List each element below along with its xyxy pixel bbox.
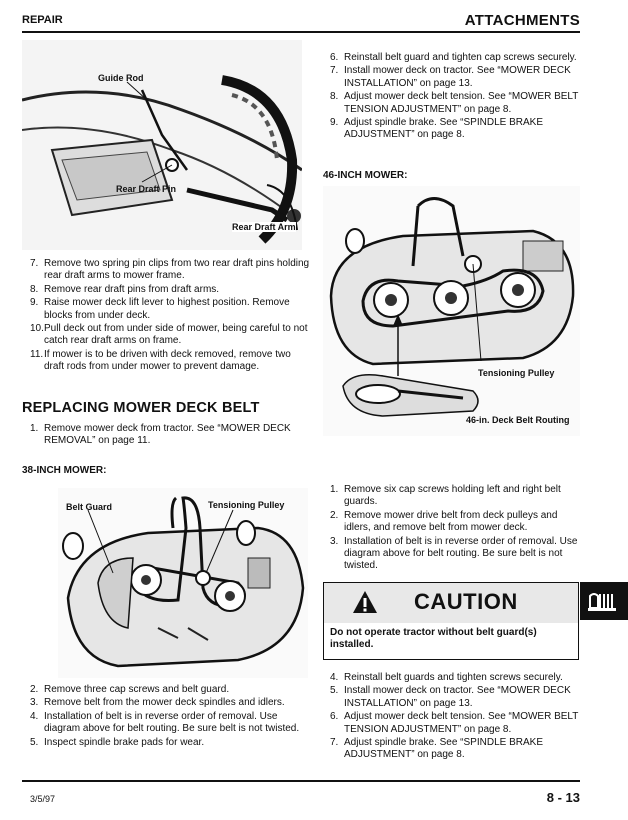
attachments-tab bbox=[580, 582, 628, 620]
list-item: 4.Reinstall belt guards and tighten scre… bbox=[330, 672, 563, 683]
header-chapter-title: ATTACHMENTS bbox=[464, 12, 580, 29]
mower-deck-icon bbox=[588, 593, 616, 611]
list-item: 3.Remove belt from the mower deck spindl… bbox=[30, 697, 285, 709]
label-guide-rod: Guide Rod bbox=[98, 73, 144, 83]
list-item: 9.Raise mower deck lift lever to highest… bbox=[30, 297, 290, 321]
list-item: 7.Install mower deck on tractor. See “MO… bbox=[330, 65, 571, 89]
list-item: 5.Install mower deck on tractor. See “MO… bbox=[330, 685, 571, 709]
caution-word: CAUTION bbox=[414, 589, 518, 614]
list-item: 8.Adjust mower deck belt tension. See “M… bbox=[330, 91, 579, 115]
list-item: 1.Remove mower deck from tractor. See “M… bbox=[30, 423, 291, 447]
deck-removal-steps: 7.Remove two spring pin clips from two r… bbox=[30, 258, 310, 375]
caution-box: CAUTION Do not operate tractor without b… bbox=[323, 582, 579, 660]
header-rule bbox=[22, 31, 580, 33]
list-item: 3.Installation of belt is in reverse ord… bbox=[330, 535, 578, 572]
rear-draft-illustration bbox=[21, 40, 303, 250]
page-number: 8 - 13 bbox=[546, 790, 580, 805]
list-item: 11.If mower is to be driven with deck re… bbox=[30, 348, 291, 373]
header-section-label: REPAIR bbox=[22, 14, 63, 26]
list-item: 2.Remove mower drive belt from deck pull… bbox=[330, 509, 558, 534]
mower38-title: 38-INCH MOWER: bbox=[22, 465, 107, 476]
mower46-title: 46-INCH MOWER: bbox=[323, 170, 408, 181]
label-belt-guard: Belt Guard bbox=[66, 502, 113, 512]
section-title: REPLACING MOWER DECK BELT bbox=[22, 400, 260, 416]
mower38-steps: 2.Remove three cap screws and belt guard… bbox=[30, 684, 310, 750]
list-item: 6.Reinstall belt guard and tighten cap s… bbox=[330, 52, 577, 63]
figure-rear-draft: Guide Rod Rear Draft Pin Rear Draft Arm bbox=[21, 40, 303, 250]
list-item: 1.Remove six cap screws holding left and… bbox=[330, 484, 561, 508]
list-item: 9.Adjust spindle brake. See “SPINDLE BRA… bbox=[330, 117, 543, 141]
list-item: 7.Adjust spindle brake. See “SPINDLE BRA… bbox=[330, 737, 543, 761]
label-46-belt-routing: 46-in. Deck Belt Routing bbox=[466, 415, 570, 425]
deck-38-illustration bbox=[58, 488, 308, 678]
list-item: 7.Remove two spring pin clips from two r… bbox=[30, 258, 310, 282]
figure-46-inch-deck: Tensioning Pulley 46-in. Deck Belt Routi… bbox=[323, 186, 580, 436]
list-item: 8.Remove rear draft pins from draft arms… bbox=[30, 283, 220, 295]
label-rear-draft-arm: Rear Draft Arm bbox=[232, 222, 296, 232]
label-rear-draft-pin: Rear Draft Pin bbox=[116, 184, 177, 194]
list-item: 5.Inspect spindle brake pads for wear. bbox=[30, 736, 205, 748]
deck-46-illustration bbox=[323, 186, 580, 436]
footer-rule bbox=[22, 780, 580, 782]
caution-message: Do not operate tractor without belt guar… bbox=[330, 627, 537, 650]
mower46-steps: 1.Remove six cap screws holding left and… bbox=[330, 484, 580, 574]
footer-date: 3/5/97 bbox=[30, 794, 56, 804]
section-intro-step: 1.Remove mower deck from tractor. See “M… bbox=[30, 423, 310, 449]
figure-38-inch-deck: Belt Guard Tensioning Pulley bbox=[58, 488, 308, 678]
list-item: 2.Remove three cap screws and belt guard… bbox=[30, 684, 230, 695]
reinstall-steps: 6.Reinstall belt guard and tighten cap s… bbox=[330, 52, 580, 143]
label-tensioning-pulley-38: Tensioning Pulley bbox=[208, 500, 285, 510]
warning-triangle-icon bbox=[353, 591, 377, 613]
list-item: 4.Installation of belt is in reverse ord… bbox=[30, 710, 300, 735]
list-item: 6.Adjust mower deck belt tension. See “M… bbox=[330, 711, 579, 735]
caution-header: CAUTION bbox=[324, 583, 578, 623]
label-tensioning-pulley-46: Tensioning Pulley bbox=[478, 368, 555, 378]
list-item: 10.Pull deck out from under side of mowe… bbox=[30, 323, 308, 347]
final-steps: 4.Reinstall belt guards and tighten scre… bbox=[330, 672, 580, 763]
